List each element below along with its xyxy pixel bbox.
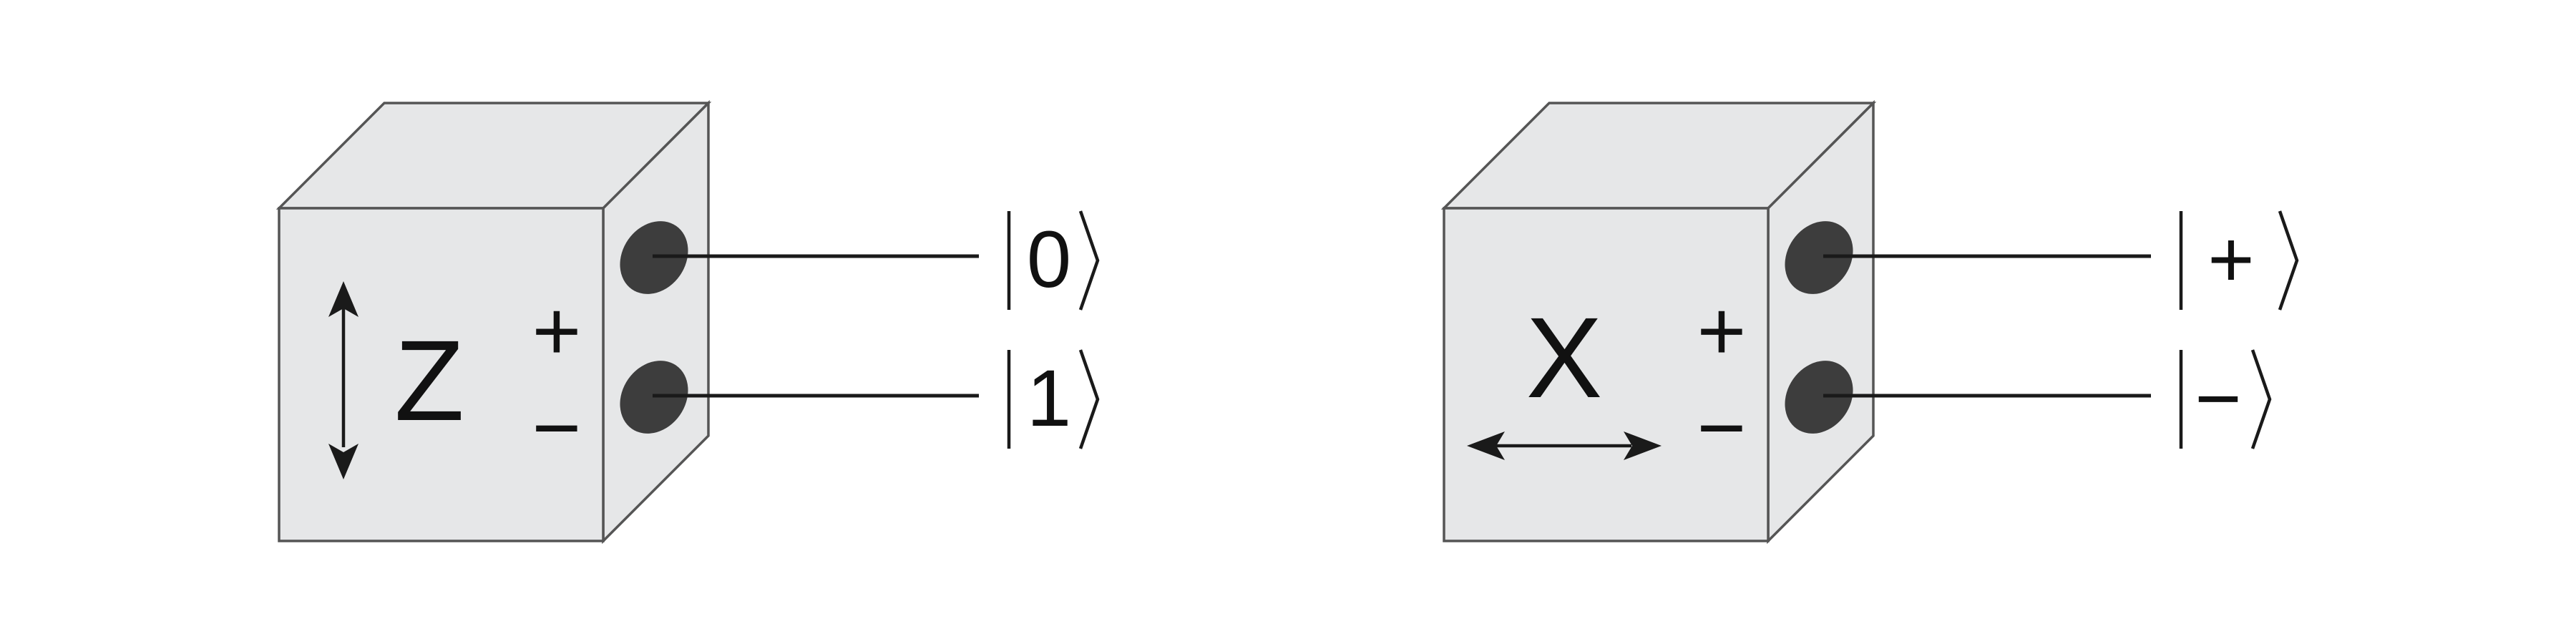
z-measurement-box: Z + − bbox=[275, 99, 712, 545]
ket-zero-label: 0 bbox=[1027, 215, 1071, 304]
z-minus-sign: − bbox=[532, 381, 582, 475]
ket-plus-label: + bbox=[2207, 215, 2254, 304]
vertical-double-arrow-icon bbox=[328, 281, 358, 479]
x-plus-sign: + bbox=[1697, 284, 1747, 379]
ket-minus-label: − bbox=[2195, 353, 2241, 443]
z-basis-label: Z bbox=[394, 316, 464, 444]
horizontal-double-arrow-icon bbox=[1467, 431, 1662, 460]
x-basis-label: X bbox=[1526, 293, 1603, 421]
ket-one-label: 1 bbox=[1027, 353, 1071, 443]
ket-one: 1 bbox=[1007, 349, 1100, 449]
ket-zero: 0 bbox=[1007, 210, 1100, 311]
z-plus-sign: + bbox=[532, 284, 582, 379]
ket-plus: + bbox=[2179, 210, 2299, 311]
z-box-front-face bbox=[278, 207, 605, 542]
ket-minus: − bbox=[2179, 349, 2272, 449]
x-minus-sign: − bbox=[1697, 381, 1747, 475]
x-output-port-bottom bbox=[1785, 361, 1853, 434]
x-output-port-top bbox=[1785, 221, 1853, 294]
x-measurement-box: X + − bbox=[1440, 99, 1877, 545]
x-box-front-face bbox=[1443, 207, 1770, 542]
